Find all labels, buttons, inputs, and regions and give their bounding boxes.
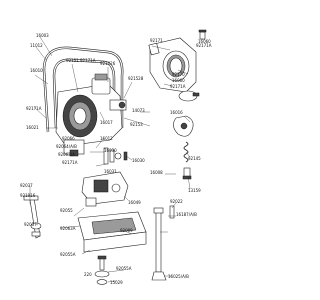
label-16025: 16025/A/B: [168, 274, 189, 279]
jet-needle-parts: [103, 147, 128, 165]
label-92066: 92066: [62, 136, 75, 141]
float-bowl-screw: [94, 255, 110, 285]
label-16060-top: 16060: [198, 39, 211, 44]
label-92055b: 92055A: [116, 266, 132, 271]
label-15029: 15029: [110, 280, 123, 285]
label-92145: 92145: [188, 156, 201, 161]
label-92171f: 92171A: [62, 160, 78, 165]
label-14073: 14073: [132, 108, 145, 113]
pipe-clamp-left: [30, 222, 42, 230]
label-92171d: 92171A: [170, 84, 186, 89]
label-92063: 92063/A: [58, 152, 75, 157]
label-921026: 921026: [100, 61, 116, 66]
throttle-spring: [173, 115, 194, 137]
label-16008: 16008: [150, 170, 163, 175]
label-92151: 92151: [66, 58, 79, 63]
label-921916: 921916: [20, 193, 36, 198]
label-16021: 16021: [26, 125, 39, 130]
label-92171-top: 92171: [150, 38, 163, 43]
float-bowl: [77, 211, 147, 253]
label-92055a: 92055A: [60, 252, 76, 257]
label-92037: 92037: [20, 183, 33, 188]
float-chamber-top: [81, 171, 129, 207]
carburetor-body: [55, 73, 127, 157]
vent-hoses: [42, 46, 124, 133]
label-92063b: 92063A: [60, 226, 76, 231]
leader-lines: [29, 36, 191, 283]
intake-holder: [148, 37, 197, 93]
callout-labels: 16003 11012 92151 92171A 921026 16010 92…: [20, 33, 212, 285]
label-16187: 16187/A/B: [176, 212, 197, 217]
label-220: 220: [84, 272, 92, 277]
clamp-screw: [198, 29, 207, 40]
label-92171e: 92171A: [26, 106, 42, 111]
label-16030b: 16030: [132, 158, 145, 163]
label-16016: 16016: [170, 110, 183, 115]
label-92055: 92055: [60, 208, 73, 213]
label-92153: 92153: [130, 122, 143, 127]
label-16017: 16017: [100, 120, 113, 125]
label-92009: 92009: [120, 228, 133, 233]
intake-clamp: [178, 90, 200, 102]
label-92064: 92064/A/B: [56, 144, 77, 149]
carburetor-exploded-diagram: 16003 11012 92151 92171A 921026 16010 92…: [20, 29, 212, 285]
label-16003: 16003: [36, 33, 49, 38]
label-13159: 13159: [188, 188, 201, 193]
right-pipe-clip: [169, 205, 175, 219]
label-921528: 921528: [128, 76, 144, 81]
label-11012: 11012: [30, 43, 43, 48]
label-16031: 16031: [104, 169, 117, 174]
label-16060: 16060: [172, 78, 185, 83]
adjuster-screw: [182, 167, 192, 180]
drain-pipe-left: [23, 195, 41, 239]
label-16049: 16049: [128, 200, 141, 205]
label-92171a: 92171A: [80, 58, 96, 63]
spring-coil: [183, 141, 189, 163]
label-16012: 16012: [100, 136, 113, 141]
label-92170: 92170: [172, 72, 185, 77]
label-92022: 92022: [170, 199, 183, 204]
drain-pipe-right: [151, 207, 167, 281]
label-92171b: 92171A: [196, 43, 212, 48]
label-16030: 16030: [104, 148, 117, 153]
label-16010: 16010: [30, 68, 43, 73]
label-92037b: 92037: [24, 222, 37, 227]
